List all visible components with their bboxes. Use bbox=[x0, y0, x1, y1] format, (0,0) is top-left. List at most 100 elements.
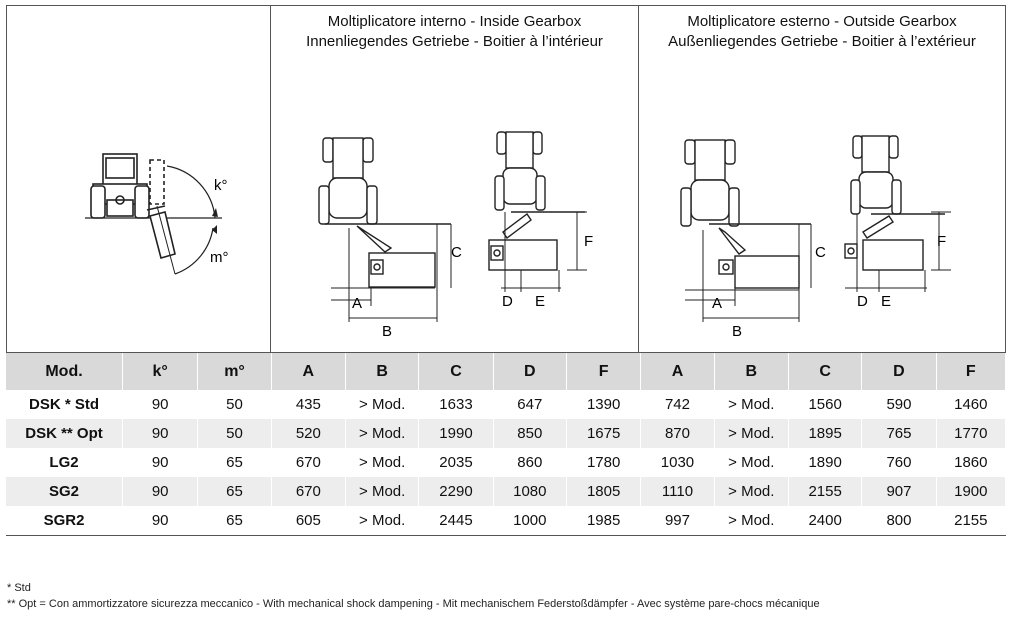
diagram-panel-frame bbox=[6, 5, 1006, 353]
header-cell: A bbox=[640, 353, 715, 390]
table-row: DSK ** Opt 90 50 520 > Mod. 1990 850 167… bbox=[6, 419, 1007, 448]
inside-label-c: C bbox=[451, 244, 462, 261]
table-cell: 742 bbox=[640, 390, 715, 419]
table-cell: 1675 bbox=[566, 419, 642, 448]
table-cell: 647 bbox=[493, 390, 567, 419]
table-cell: > Mod. bbox=[345, 419, 420, 448]
inside-label-e: E bbox=[535, 293, 545, 310]
table-header-row: Mod. k° m° A B C D F A B C D F bbox=[6, 353, 1007, 390]
header-cell: Mod. bbox=[6, 353, 124, 390]
table-cell: > Mod. bbox=[345, 477, 420, 506]
outside-label-a: A bbox=[712, 295, 722, 312]
header-cell: B bbox=[714, 353, 789, 390]
footnotes: * Std ** Opt = Con ammortizzatore sicure… bbox=[7, 580, 820, 612]
table-cell: 1633 bbox=[418, 390, 494, 419]
table-cell: 65 bbox=[197, 448, 272, 477]
table-cell: 1860 bbox=[936, 448, 1007, 477]
inside-title-line1: Moltiplicatore interno - Inside Gearbox bbox=[327, 13, 582, 30]
header-cell: A bbox=[271, 353, 347, 390]
table-cell: > Mod. bbox=[345, 390, 420, 419]
table-cell: 2155 bbox=[788, 477, 863, 506]
table-cell: 1110 bbox=[640, 477, 715, 506]
table-cell: > Mod. bbox=[714, 477, 789, 506]
header-cell: D bbox=[861, 353, 937, 390]
inside-label-d: D bbox=[502, 293, 513, 310]
table-cell: 520 bbox=[271, 419, 347, 448]
outside-title-line2: Außenliegendes Getriebe - Boitier à l’ex… bbox=[668, 33, 976, 50]
table-cell: 90 bbox=[122, 390, 199, 419]
model-cell: SG2 bbox=[6, 477, 124, 506]
table-cell: 65 bbox=[197, 477, 272, 506]
outside-gearbox-title: Moltiplicatore esterno - Outside Gearbox… bbox=[639, 12, 1005, 52]
table-cell: 90 bbox=[122, 506, 199, 536]
k-angle-label: k° bbox=[214, 177, 228, 194]
table-cell: 670 bbox=[271, 448, 347, 477]
table-cell: > Mod. bbox=[714, 390, 789, 419]
table-cell: 1805 bbox=[566, 477, 642, 506]
inside-gearbox-diagram: C A B F D E bbox=[318, 131, 593, 340]
table-cell: 2400 bbox=[788, 506, 863, 536]
table-cell: 1895 bbox=[788, 419, 863, 448]
table-cell: 590 bbox=[861, 390, 937, 419]
outside-label-e: E bbox=[881, 293, 891, 310]
table-cell: 1780 bbox=[566, 448, 642, 477]
table-cell: 1985 bbox=[566, 506, 642, 536]
table-cell: 1000 bbox=[493, 506, 567, 536]
table-cell: > Mod. bbox=[714, 419, 789, 448]
table-cell: 435 bbox=[271, 390, 347, 419]
table-row: SGR2 90 65 605 > Mod. 2445 1000 1985 997… bbox=[6, 506, 1007, 536]
panel-divider bbox=[638, 5, 639, 353]
table-cell: > Mod. bbox=[714, 448, 789, 477]
table-cell: 90 bbox=[122, 477, 199, 506]
table-row: DSK * Std 90 50 435 > Mod. 1633 647 1390… bbox=[6, 390, 1007, 419]
table-cell: 997 bbox=[640, 506, 715, 536]
table-cell: 50 bbox=[197, 390, 272, 419]
table-cell: 2445 bbox=[418, 506, 494, 536]
table-cell: 1460 bbox=[936, 390, 1007, 419]
table-row: LG2 90 65 670 > Mod. 2035 860 1780 1030 … bbox=[6, 448, 1007, 477]
model-cell: SGR2 bbox=[6, 506, 124, 536]
table-cell: 760 bbox=[861, 448, 937, 477]
table-cell: > Mod. bbox=[345, 448, 420, 477]
table-cell: 2035 bbox=[418, 448, 494, 477]
inside-title-line2: Innenliegendes Getriebe - Boitier à l’in… bbox=[306, 33, 603, 50]
table-cell: 1560 bbox=[788, 390, 863, 419]
inside-gearbox-title: Moltiplicatore interno - Inside Gearbox … bbox=[271, 12, 638, 52]
table-cell: 1890 bbox=[788, 448, 863, 477]
footnote-opt: ** Opt = Con ammortizzatore sicurezza me… bbox=[7, 598, 820, 610]
header-cell: C bbox=[788, 353, 863, 390]
table-cell: 90 bbox=[122, 419, 199, 448]
table-cell: 1770 bbox=[936, 419, 1007, 448]
header-cell: F bbox=[936, 353, 1007, 390]
table-cell: > Mod. bbox=[714, 506, 789, 536]
table-cell: 850 bbox=[493, 419, 567, 448]
outside-title-line1: Moltiplicatore esterno - Outside Gearbox bbox=[687, 13, 957, 30]
table-cell: 2155 bbox=[936, 506, 1007, 536]
outside-label-f: F bbox=[937, 233, 946, 250]
inside-label-f: F bbox=[584, 233, 593, 250]
outside-label-d: D bbox=[857, 293, 868, 310]
table-cell: 90 bbox=[122, 448, 199, 477]
model-cell: DSK * Std bbox=[6, 390, 124, 419]
footnote-std: * Std bbox=[7, 582, 31, 594]
inside-label-a: A bbox=[352, 295, 362, 312]
table-cell: 800 bbox=[861, 506, 937, 536]
front-view-diagram: k° m° bbox=[85, 153, 229, 275]
panel-divider bbox=[270, 5, 271, 353]
table-cell: 1900 bbox=[936, 477, 1007, 506]
model-cell: DSK ** Opt bbox=[6, 419, 124, 448]
header-cell: D bbox=[493, 353, 567, 390]
table-cell: 860 bbox=[493, 448, 567, 477]
header-cell: C bbox=[418, 353, 494, 390]
spec-table: Mod. k° m° A B C D F A B C D F DSK * Std… bbox=[6, 353, 1007, 536]
m-angle-label: m° bbox=[210, 249, 229, 266]
header-cell: m° bbox=[197, 353, 272, 390]
header-cell: B bbox=[345, 353, 420, 390]
table-cell: 605 bbox=[271, 506, 347, 536]
table-cell: 50 bbox=[197, 419, 272, 448]
table-cell: 1080 bbox=[493, 477, 567, 506]
header-cell: F bbox=[566, 353, 642, 390]
table-cell: 670 bbox=[271, 477, 347, 506]
inside-label-b: B bbox=[382, 323, 392, 340]
table-cell: 65 bbox=[197, 506, 272, 536]
